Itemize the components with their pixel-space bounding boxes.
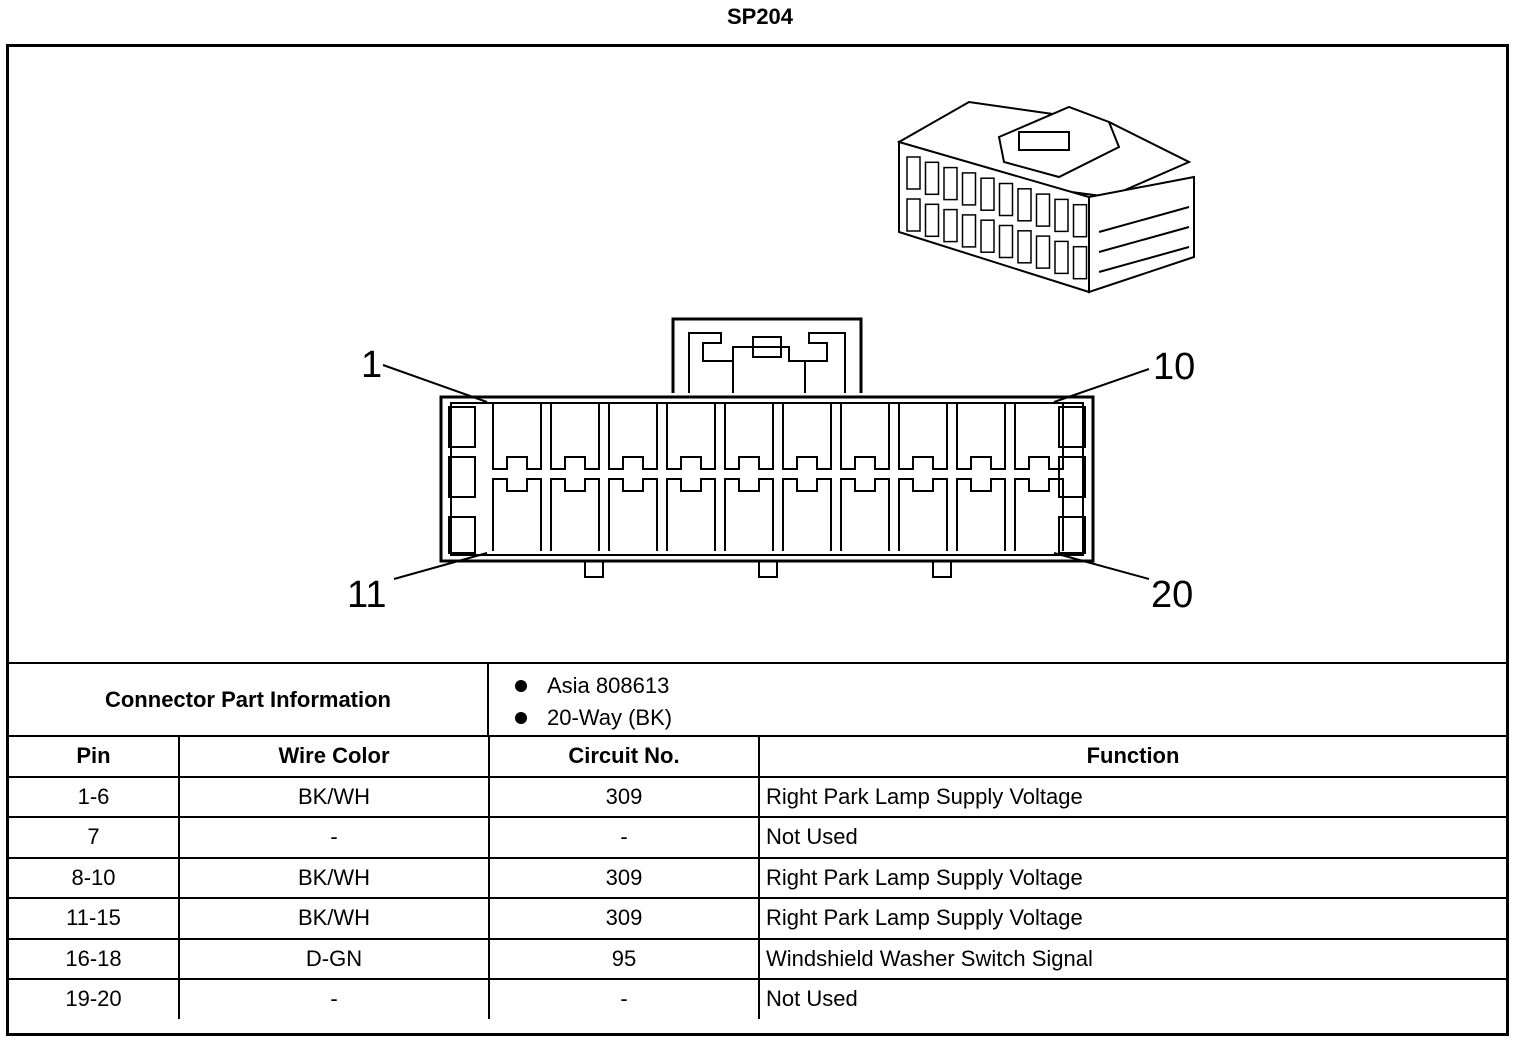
table-row: 7 - - Not Used [9, 816, 1506, 859]
pin-cavity [550, 403, 600, 470]
header-pin: Pin [9, 737, 180, 778]
iso-pin-cavity [1072, 245, 1088, 280]
cell-wire-color: BK/WH [178, 856, 490, 899]
header-function: Function [758, 737, 1506, 778]
connector-3d-cavities [906, 156, 1088, 280]
iso-pin-cavity [1017, 230, 1032, 264]
bullet-icon [515, 712, 527, 724]
pin-cavity [666, 478, 716, 551]
pin-cavity [724, 403, 774, 470]
iso-pin-cavity [998, 224, 1014, 259]
cell-pin: 1-6 [9, 775, 180, 818]
cell-circuit: - [488, 978, 760, 1019]
cell-wire-color: - [178, 978, 490, 1019]
connector-diagram: 1 10 11 20 [9, 47, 1506, 662]
pin-cavity [1014, 403, 1064, 470]
connector-title: SP204 [726, 4, 794, 29]
iso-pin-cavity [1035, 235, 1051, 269]
cell-pin: 19-20 [9, 978, 180, 1019]
iso-pin-cavity [943, 208, 958, 243]
cell-wire-color: BK/WH [178, 897, 490, 940]
connector-frame: 1 10 11 20 Connector Part Information As… [6, 44, 1509, 1036]
cell-pin: 8-10 [9, 856, 180, 899]
cell-wire-color: BK/WH [178, 775, 490, 818]
connector-3d-illustration [897, 100, 1195, 294]
iso-pin-cavity [1054, 198, 1069, 233]
pin-cavity [492, 403, 542, 470]
cell-circuit: - [488, 816, 760, 859]
iso-pin-cavity [1017, 188, 1032, 222]
part-info-item: 20-Way (BK) [509, 702, 672, 734]
cell-pin: 16-18 [9, 937, 180, 980]
cell-function: Not Used [758, 978, 1506, 1019]
pin-table-header: Pin Wire Color Circuit No. Function [9, 737, 1506, 778]
cell-circuit: 309 [488, 856, 760, 899]
pin-cavity [840, 478, 890, 551]
pin-cavity [608, 478, 658, 551]
pin-cavity [724, 478, 774, 551]
cell-circuit: 95 [488, 937, 760, 980]
bullet-icon [515, 680, 527, 692]
iso-pin-cavity [1035, 193, 1051, 227]
pin-cavity [956, 478, 1006, 551]
cell-circuit: 309 [488, 775, 760, 818]
pin-cavity [608, 403, 658, 470]
cell-wire-color: D-GN [178, 937, 490, 980]
iso-pin-cavity [943, 166, 958, 201]
pin-cavity [840, 403, 890, 470]
pin-label-20: 20 [1151, 574, 1193, 616]
cell-circuit: 309 [488, 897, 760, 940]
table-row: 19-20 - - Not Used [9, 978, 1506, 1019]
iso-pin-cavity [980, 219, 995, 253]
pin-table: Pin Wire Color Circuit No. Function 1-6 … [9, 737, 1506, 1019]
header-circuit: Circuit No. [488, 737, 760, 778]
iso-pin-cavity [906, 198, 921, 232]
cell-function: Right Park Lamp Supply Voltage [758, 856, 1506, 899]
pin-cavity [492, 478, 542, 551]
pin-cavity [550, 478, 600, 551]
connector-drawing: 1 10 11 20 [347, 100, 1195, 616]
part-number: Asia 808613 [547, 673, 670, 698]
connector-part-info-list: Asia 808613 20-Way (BK) [509, 670, 672, 734]
pin-cavity [956, 403, 1006, 470]
connector-type: 20-Way (BK) [547, 705, 673, 730]
iso-pin-cavity [961, 214, 977, 248]
part-info-item: Asia 808613 [509, 670, 672, 702]
cell-function: Right Park Lamp Supply Voltage [758, 775, 1506, 818]
pin-cavity [1014, 478, 1064, 551]
cell-pin: 7 [9, 816, 180, 859]
iso-pin-cavity [924, 161, 940, 196]
pin-label-1: 1 [361, 344, 382, 386]
cell-function: Not Used [758, 816, 1506, 859]
pin-cavity [898, 478, 948, 551]
pin-cavities [492, 403, 1064, 551]
iso-pin-cavity [998, 182, 1014, 217]
iso-pin-cavity [906, 156, 921, 190]
connector-face-view [439, 317, 1095, 578]
table-row: 11-15 BK/WH 309 Right Park Lamp Supply V… [9, 897, 1506, 940]
cell-wire-color: - [178, 816, 490, 859]
table-row: 8-10 BK/WH 309 Right Park Lamp Supply Vo… [9, 856, 1506, 899]
table-row: 1-6 BK/WH 309 Right Park Lamp Supply Vol… [9, 775, 1506, 818]
iso-pin-cavity [1054, 240, 1069, 275]
pin-cavity [898, 403, 948, 470]
iso-pin-cavity [961, 172, 977, 206]
header-wire-color: Wire Color [178, 737, 490, 778]
connector-part-info-label: Connector Part Information [9, 664, 489, 735]
pin-cavity [666, 403, 716, 470]
iso-pin-cavity [1072, 203, 1088, 238]
iso-pin-cavity [924, 203, 940, 238]
iso-pin-cavity [980, 177, 995, 211]
pin-label-10: 10 [1153, 346, 1195, 388]
table-row: 16-18 D-GN 95 Windshield Washer Switch S… [9, 937, 1506, 980]
cell-function: Windshield Washer Switch Signal [758, 937, 1506, 980]
cell-pin: 11-15 [9, 897, 180, 940]
pin-label-11: 11 [347, 574, 386, 616]
pin-cavity [782, 478, 832, 551]
cell-function: Right Park Lamp Supply Voltage [758, 897, 1506, 940]
pin-cavity [782, 403, 832, 470]
connector-part-info: Connector Part Information Asia 808613 2… [9, 662, 1506, 737]
pin-leader-lines [382, 364, 1150, 580]
